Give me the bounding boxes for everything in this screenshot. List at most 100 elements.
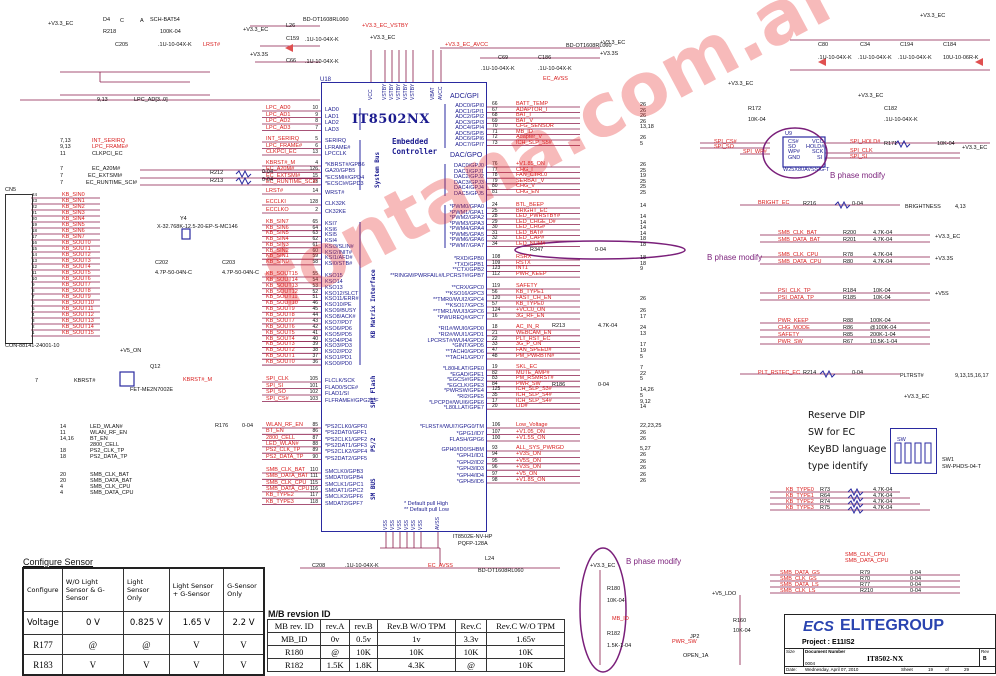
- net-label: KB_TYPE2: [266, 492, 294, 499]
- ic-pin-name: SMDAT1/GPC2: [325, 487, 364, 494]
- section-kb-matrix: KB Matrix Interface: [370, 269, 377, 338]
- component-label: C159: [286, 36, 300, 42]
- ic-pin-number: 103: [309, 395, 318, 402]
- net-label: CHG_I: [516, 166, 533, 173]
- page-ref: 26: [640, 118, 647, 125]
- ic-pin-number: 41: [312, 329, 318, 336]
- ic-pin-number: 65: [312, 219, 318, 225]
- component-label: .1U-10-04X-K: [538, 66, 572, 72]
- ic-pin-name: KSI3/SLIN#: [325, 243, 354, 250]
- ic-pin-name: *GPH4/ID4: [456, 472, 484, 479]
- component-label: 4.7K-04: [873, 237, 893, 243]
- component-label: 4.7K-04: [873, 505, 893, 511]
- net-label: AC_IN_R: [516, 324, 540, 330]
- net-label: SMB_CLK_CPU: [266, 479, 307, 486]
- component-label: BRIGHTNESS: [905, 204, 941, 210]
- ic-pin-name: *PWM2/GPA2: [449, 215, 484, 221]
- header-cell: rev.B: [348, 619, 379, 633]
- net-label: WLAN_RF_EN: [266, 422, 303, 428]
- net-label: +V1.05_ON: [516, 428, 545, 435]
- component-label: R88: [843, 318, 854, 324]
- net-label: KB_SOUT7: [266, 317, 295, 324]
- net-label: BTL_BEEP: [516, 202, 544, 208]
- config-sensor-title: Configure Sensor: [23, 557, 94, 567]
- component-label: SW-PHDS-04-T: [942, 464, 982, 470]
- net-label: +V5_ON: [516, 470, 538, 477]
- header-cell: Light Sensor Only: [122, 567, 170, 612]
- ic-pin-number: 81: [492, 189, 498, 195]
- ic-power-pin: VSTBY: [403, 83, 409, 100]
- component-label: EC_A20M#: [92, 166, 121, 172]
- component-label: R70: [860, 576, 871, 582]
- net-label: LPC_AD2: [266, 118, 291, 124]
- cell: 2.2 V: [223, 611, 265, 635]
- component-label: R74: [820, 499, 831, 505]
- ic-pin-number: 110: [310, 467, 318, 473]
- ic-pin-number: 120: [492, 295, 501, 301]
- ic-pin-name: KSI5: [325, 232, 337, 239]
- component-label: +V3.3_EC: [600, 40, 626, 46]
- net-label: KB_TYPE0: [786, 487, 814, 493]
- ic-pin-name: KSO6/PD6: [325, 325, 352, 332]
- connector-pin-number: 10: [32, 276, 38, 281]
- page-ref: 25: [640, 167, 647, 174]
- ic-pin-name: *GPH5/ID5: [456, 479, 484, 485]
- net-label: SERBAT_V: [516, 177, 545, 184]
- cell: @: [454, 658, 488, 672]
- cell: 4.3K: [377, 658, 456, 672]
- component-label: +V3.3S: [600, 51, 619, 57]
- ic-pin-number: 124: [492, 307, 501, 313]
- component-label: L26: [286, 23, 296, 29]
- component-label: LED_WLAN#: [90, 424, 123, 430]
- ic-pin-number: 52: [312, 288, 318, 295]
- net-label: LPC_AD0: [266, 105, 291, 111]
- component-label: 0-04: [242, 423, 254, 429]
- ic-pin-name: KSO10/PE: [325, 302, 352, 309]
- net-label: SMB_DATA_CPU: [845, 558, 889, 564]
- fet-q12: [119, 371, 135, 387]
- net-label: KB_TYPE3: [786, 505, 814, 511]
- component-label: 4.7K-04: [873, 230, 893, 236]
- ic-pin-name: ADC6/GPI6: [455, 136, 484, 142]
- component-label: 4.7K-04: [598, 323, 618, 329]
- component-label: R185: [843, 295, 857, 301]
- component-label: OPEN_1A: [683, 653, 709, 659]
- ic-pin-name: *RI1#/WUI0/GPD0: [438, 326, 484, 332]
- component-label: R200: [843, 230, 857, 236]
- ic-pin-name: SERIRQ: [325, 138, 347, 144]
- ic-pin-number: 102: [309, 389, 318, 395]
- b-phase-modify-ellipse: [514, 240, 686, 260]
- ic-pin-number: 61: [312, 241, 318, 248]
- ic-ground-pin: AVSS: [435, 517, 441, 530]
- net-label: KB_SOUT10: [62, 300, 94, 306]
- ic-pin-name: LFRAME#: [325, 144, 351, 151]
- ic-package: PQFP-128A: [458, 541, 488, 547]
- page-ref: 14: [640, 230, 647, 237]
- component-label: 7: [35, 378, 39, 384]
- net-label: KB_SOUT15: [62, 330, 94, 336]
- component-label: SMB_CLK_BAT: [90, 472, 130, 478]
- net-label: SMB_CLK_GS: [780, 576, 817, 582]
- ic-pin-number: 28: [492, 213, 498, 219]
- ic-pin-name: KSO3/PD3: [325, 343, 352, 350]
- connector-pin-number: 13: [32, 258, 38, 263]
- ic-pin-number: 78: [492, 172, 498, 179]
- component-label: C34: [860, 42, 871, 48]
- component-label: SI: [817, 155, 823, 161]
- component-label: R67: [843, 339, 854, 345]
- net-label: Low_Voltage: [516, 422, 548, 428]
- net-label: LED_CHGE_D#: [516, 218, 556, 225]
- ic-pin-name: *KBRST#/GPB6: [325, 162, 365, 168]
- table-row: MB_ID 0v 0.5v 1v 3.3v 1.65v: [266, 632, 565, 646]
- ic-pin-number: 39: [312, 341, 318, 348]
- cell: @: [320, 645, 350, 659]
- component-label: SMB_DATA_CPU: [90, 490, 134, 496]
- net-label: KB_SOUT4: [62, 264, 91, 270]
- ic-pin-name: ADC0/GPI0: [455, 103, 484, 109]
- ic-pin-number: 62: [312, 236, 318, 243]
- net-label: KB_SOUT11: [62, 306, 94, 312]
- ic-pin-number: 7: [315, 124, 318, 131]
- net-label: +V1.8S_ON: [516, 477, 546, 483]
- page-ref: 24: [640, 325, 647, 331]
- ic-pin-number: 21: [492, 329, 498, 336]
